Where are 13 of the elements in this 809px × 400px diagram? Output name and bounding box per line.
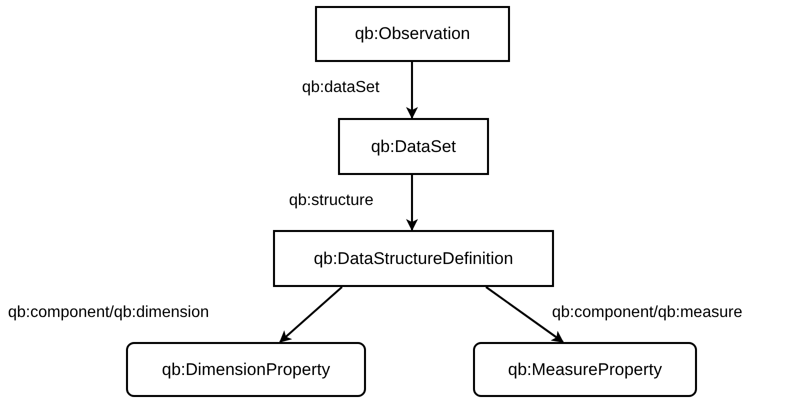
arrow <box>406 175 418 231</box>
rounded-box: qb:MeasureProperty <box>473 342 697 397</box>
class-box: qb:Observation <box>315 6 510 62</box>
rounded-box: qb:DimensionProperty <box>126 342 366 397</box>
class-box: qb:DataSet <box>338 118 489 175</box>
arrow <box>406 62 418 119</box>
edge-label: qb:component/qb:dimension <box>8 303 210 323</box>
class-box: qb:DataStructureDefinition <box>273 230 554 287</box>
arrow <box>485 286 564 343</box>
edge-label: qb:structure <box>289 191 374 211</box>
edge-label: qb:component/qb:measure <box>552 303 742 323</box>
arrow <box>279 286 343 343</box>
edge-label: qb:dataSet <box>302 78 380 98</box>
